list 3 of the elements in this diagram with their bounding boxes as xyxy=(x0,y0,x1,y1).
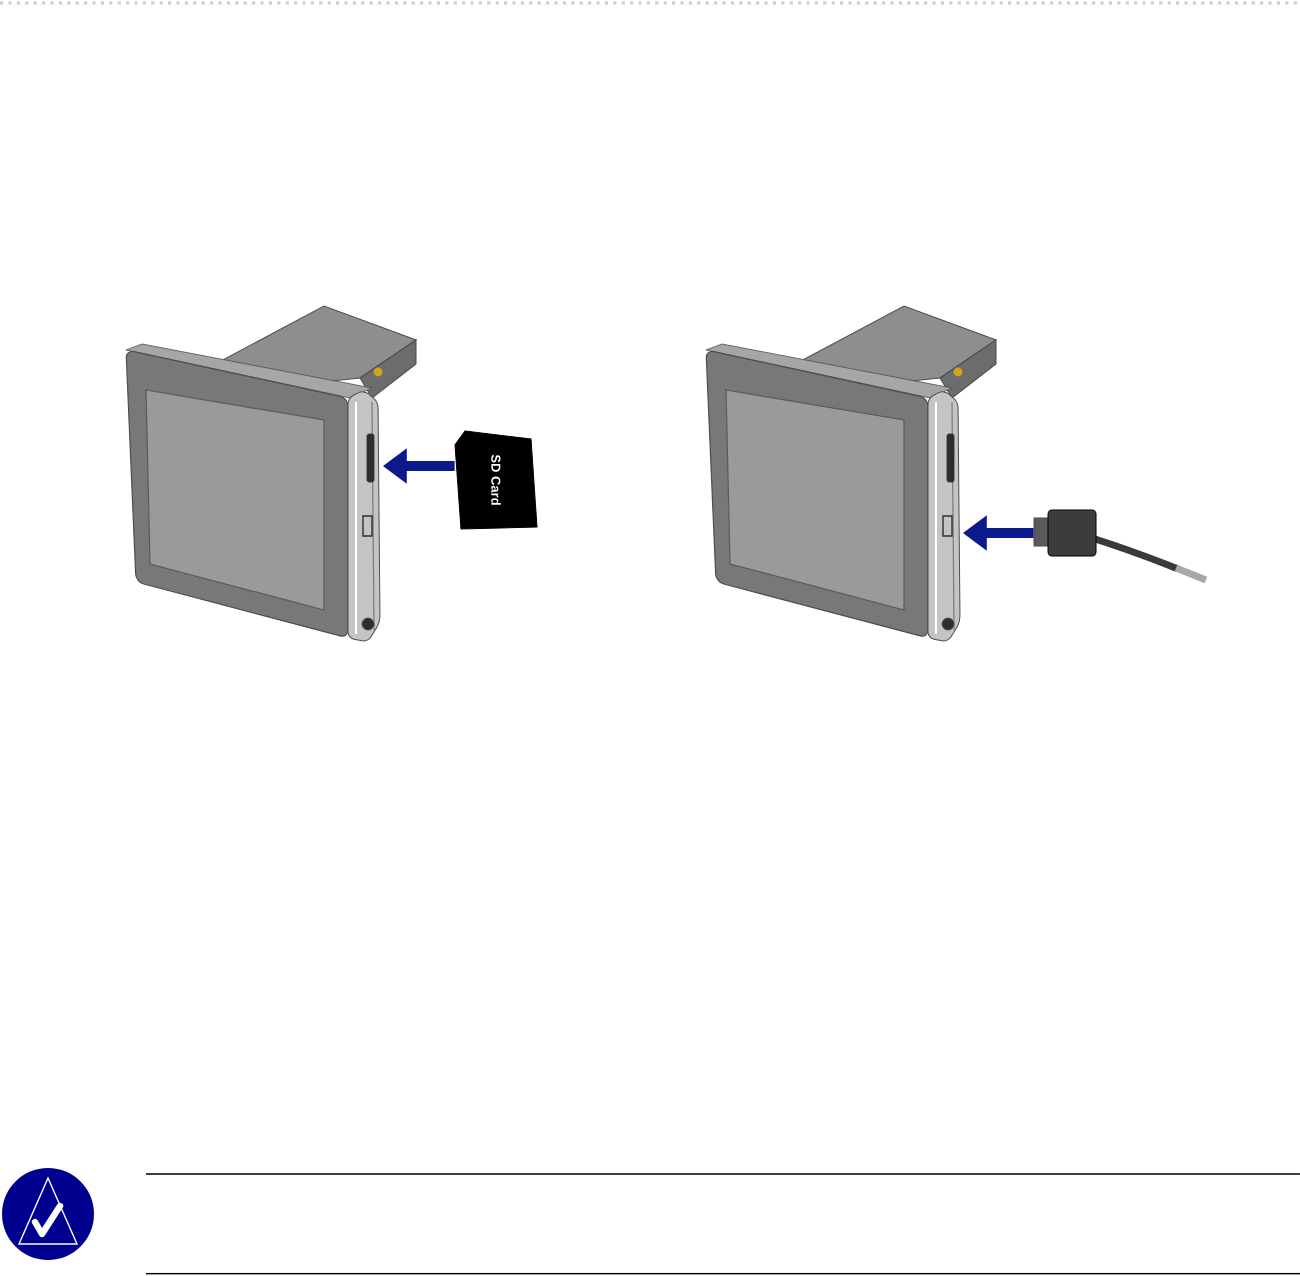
cable-plug xyxy=(1033,509,1208,584)
handheld-device xyxy=(705,305,997,642)
handheld-device xyxy=(125,305,417,642)
